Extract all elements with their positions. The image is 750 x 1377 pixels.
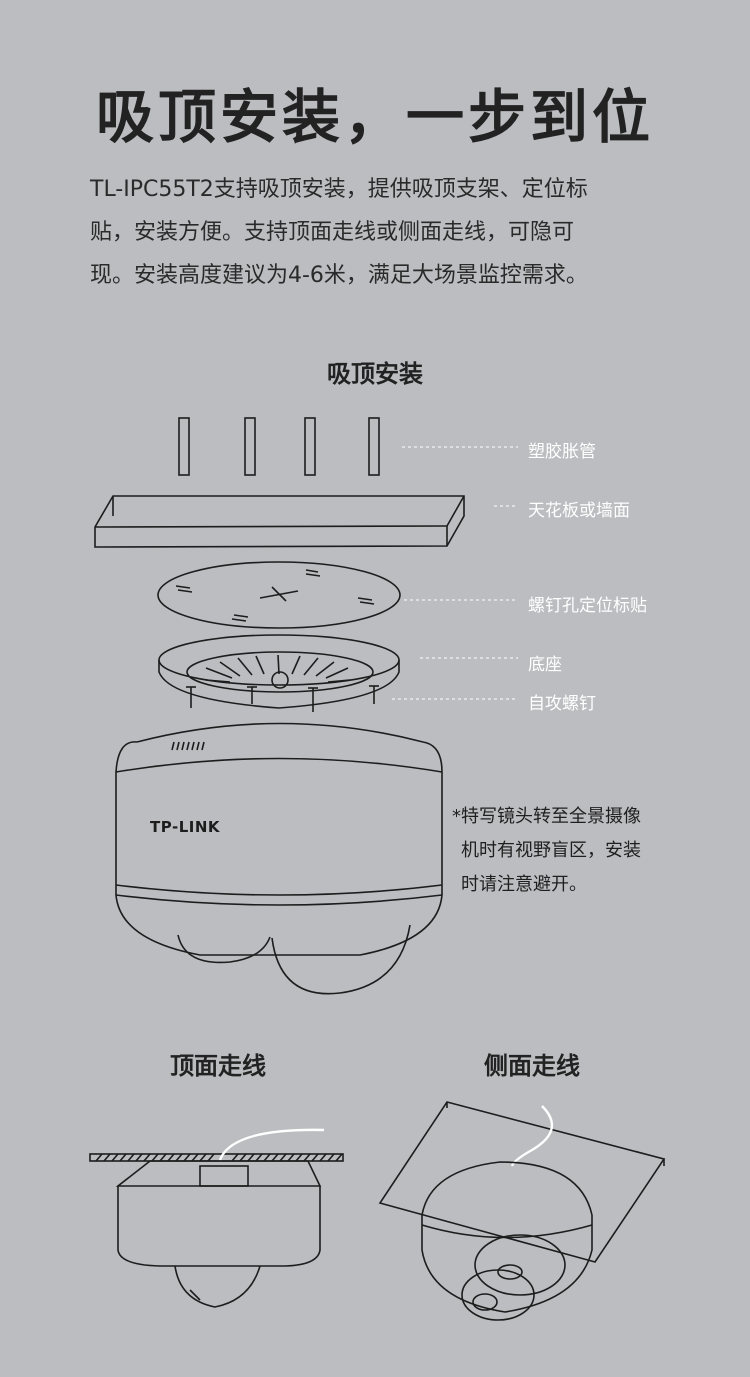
label-anchors: 塑胶胀管 bbox=[528, 442, 596, 462]
page-headline: 吸顶安装，一步到位 bbox=[95, 83, 654, 151]
top-wiring-illustration bbox=[89, 1128, 344, 1308]
side-wiring-illustration bbox=[378, 1101, 666, 1321]
brand-logo: TP-LINK bbox=[150, 818, 221, 836]
plastic-anchors bbox=[178, 417, 380, 476]
note-line: *特写镜头转至全景摄像 bbox=[452, 806, 641, 827]
screw-hole-sticker bbox=[157, 561, 401, 629]
label-sticker: 螺钉孔定位标贴 bbox=[528, 596, 647, 616]
note-line: 机时有视野盲区，安装 bbox=[461, 840, 641, 861]
leader-lines bbox=[392, 446, 518, 700]
install-note: *特写镜头转至全景摄像 机时有视野盲区，安装 时请注意避开。 bbox=[452, 800, 682, 902]
label-ceiling: 天花板或墙面 bbox=[528, 501, 630, 521]
ceiling-board bbox=[94, 495, 465, 548]
side-wiring-title: 侧面走线 bbox=[484, 1052, 580, 1080]
camera-body bbox=[115, 722, 443, 995]
self-tapping-screws bbox=[186, 685, 379, 712]
intro-line: TL-IPC55T2支持吸顶安装，提供吸顶支架、定位标 bbox=[90, 177, 588, 202]
intro-paragraph: TL-IPC55T2支持吸顶安装，提供吸顶支架、定位标 贴，安装方便。支持顶面走… bbox=[90, 168, 690, 297]
intro-line: 贴，安装方便。支持顶面走线或侧面走线，可隐可 bbox=[90, 220, 575, 245]
intro-line: 现。安装高度建议为4-6米，满足大场景监控需求。 bbox=[90, 263, 588, 288]
label-base: 底座 bbox=[528, 655, 562, 675]
install-diagram-title: 吸顶安装 bbox=[327, 360, 423, 388]
top-wiring-title: 顶面走线 bbox=[170, 1052, 266, 1080]
note-line: 时请注意避开。 bbox=[461, 874, 587, 895]
label-screws: 自攻螺钉 bbox=[528, 694, 596, 714]
camera-base bbox=[158, 634, 400, 709]
